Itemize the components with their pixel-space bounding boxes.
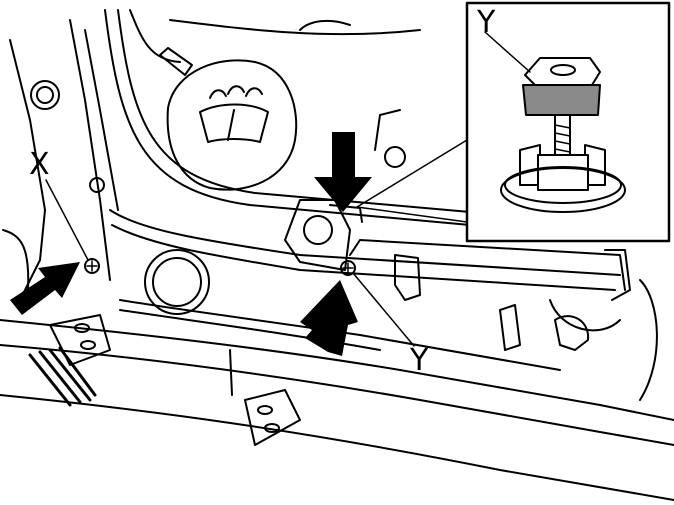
grommet — [144, 249, 210, 315]
upper-frame — [104, 9, 471, 226]
tab-left — [49, 314, 111, 366]
leader-line-y — [352, 272, 415, 347]
windshield-washer-icon — [199, 85, 269, 143]
adjustment-knob-y — [500, 57, 626, 213]
detail-inset — [356, 1, 671, 243]
tab-right — [244, 389, 301, 446]
bolt-y — [340, 260, 356, 276]
lower-panel — [0, 299, 674, 501]
cable-clip — [394, 254, 421, 301]
washer-reservoir — [159, 47, 298, 191]
left-panel — [2, 19, 119, 301]
label-x: X — [29, 147, 50, 182]
right-components — [499, 279, 658, 401]
arrow-y-up — [300, 280, 358, 356]
arrow-bracket-down — [314, 132, 372, 212]
label-y-inset: Y — [477, 5, 496, 40]
round-bolt — [384, 146, 406, 168]
crossmember — [109, 209, 631, 301]
leader-line-x — [45, 179, 89, 261]
bolt-x — [84, 258, 100, 274]
arrow-x — [10, 262, 80, 315]
bracket — [284, 199, 363, 271]
label-y: Y — [410, 343, 429, 378]
leader-line-y-inset — [484, 31, 531, 73]
